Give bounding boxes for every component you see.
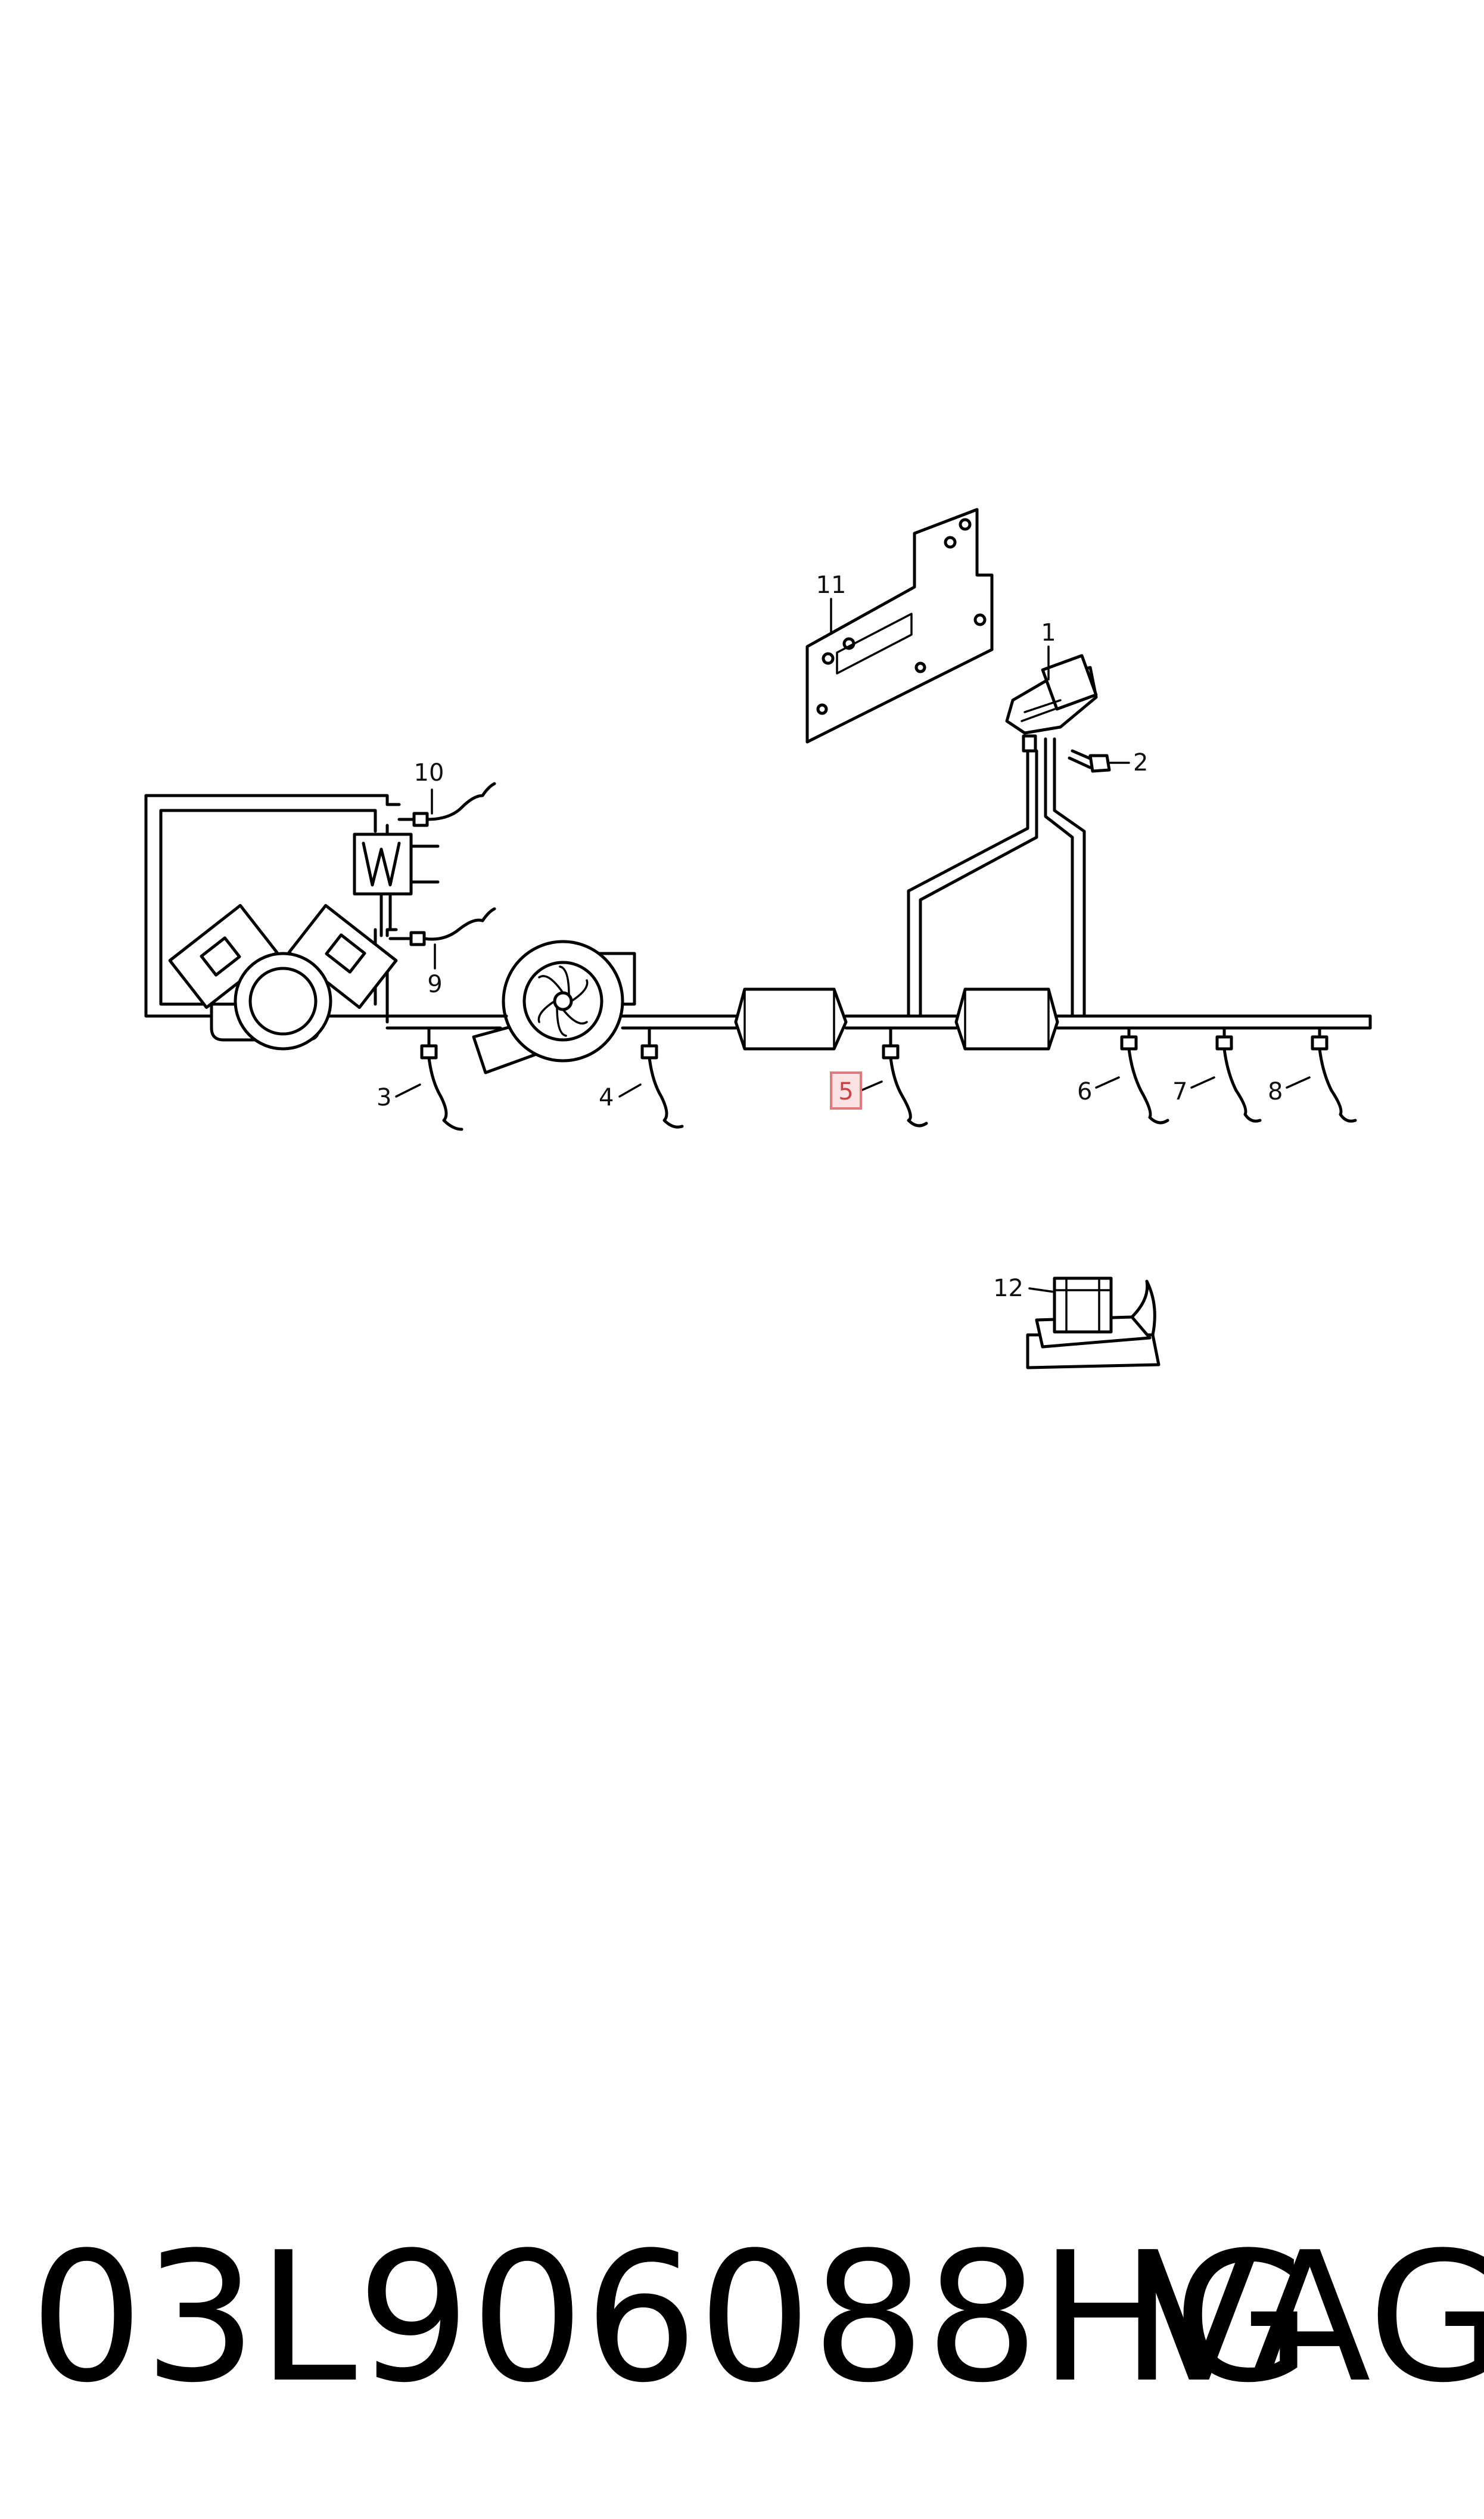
sensor-7 [1190,1026,1262,1123]
callout-12: 12 [993,1275,1023,1302]
sensor-3 [395,1026,463,1131]
callout-5: 5 [838,1078,853,1105]
spring-clip-icon [1026,1276,1161,1369]
callout-8: 8 [1268,1078,1283,1105]
sensor-6 [1095,1026,1169,1125]
callout-9: 9 [427,971,442,998]
sensor-9 [388,907,496,970]
callout-3: 3 [377,1084,391,1111]
sensor-4 [618,1026,684,1129]
callout-7: 7 [1172,1078,1187,1105]
bracket-plate-icon [805,508,994,744]
part-number: 03L906088HG [30,2214,1312,2422]
brand-name: VAG [1138,2214,1484,2422]
pressure-lines [907,737,1086,1018]
catalytic-converter-2-icon [954,987,1059,1051]
callout-2: 2 [1133,749,1148,776]
callout-6: 6 [1077,1078,1092,1105]
callout-5-highlight [830,1071,862,1110]
sensor-8 [1286,1026,1357,1123]
callout-10: 10 [414,759,444,787]
callout-11: 11 [816,571,847,599]
bolt-icon [1068,749,1111,773]
callout-4: 4 [599,1084,614,1111]
engine-icon [168,903,398,1051]
charge-air-cooler-icon [353,824,440,937]
catalytic-converter-1-icon [734,987,848,1051]
callout-1: 1 [1041,619,1056,647]
turbocharger-icon [472,940,636,1074]
pressure-sensor-icon [1005,654,1098,753]
sensor-10 [397,782,496,827]
leader-12 [1028,1287,1056,1293]
sensor-5 [860,1026,928,1128]
exhaust-pipe [385,1014,1372,1030]
